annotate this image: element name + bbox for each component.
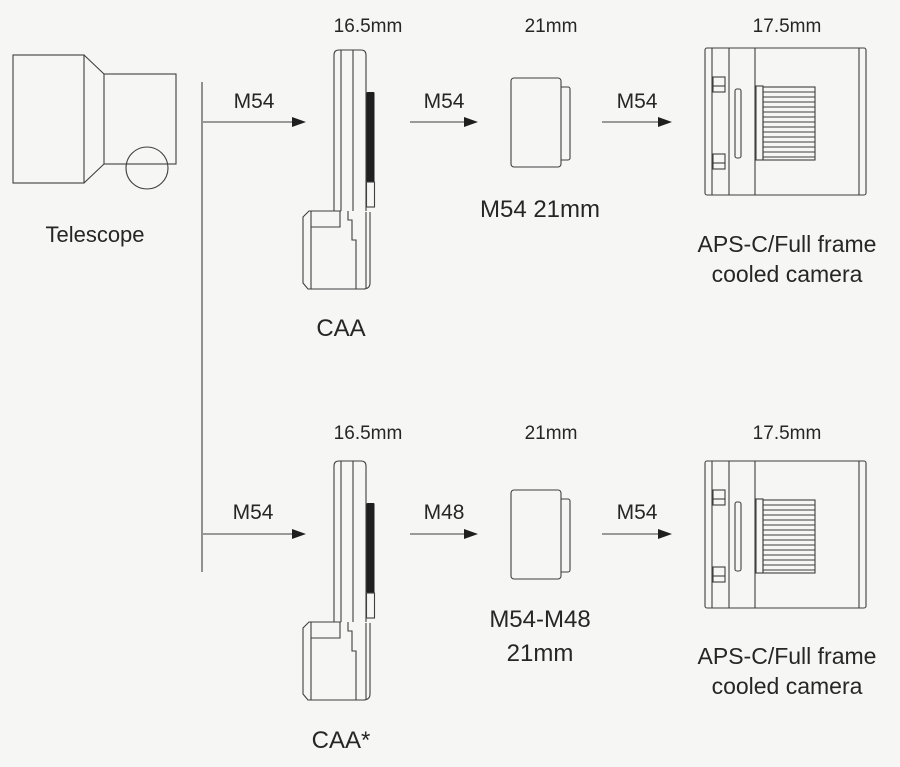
camera-name-row1-line2: cooled camera (711, 261, 863, 287)
cooled-camera-drawing-row2 (704, 460, 867, 609)
adapter-dimension-row2: 16.5mm (333, 423, 403, 444)
thread-label-row2-2: M48 (423, 501, 465, 524)
thread-label-row2-3: M54 (616, 501, 658, 524)
extension-tube-drawing-row1 (510, 77, 571, 168)
spacer-name-row2: M54-M48 21mm (489, 603, 590, 671)
thread-label-row2-1: M54 (232, 501, 274, 524)
flow-arrow-row1-1 (203, 117, 306, 127)
camera-name-row1-line1: APS-C/Full frame (697, 231, 877, 257)
camera-name-row2-line1: APS-C/Full frame (697, 643, 877, 669)
flow-arrow-row2-3 (602, 529, 672, 539)
spacer-name-row2-line2: 21mm (506, 640, 574, 667)
flow-arrow-row1-2 (410, 117, 478, 127)
thread-label-row1-3: M54 (616, 90, 658, 113)
adapter-name-row2: CAA* (311, 727, 371, 754)
camera-dimension-row1: 17.5mm (752, 16, 822, 37)
thread-label-row1-2: M54 (423, 90, 465, 113)
spacer-name-row1: M54 21mm (480, 195, 600, 225)
spacer-name-row1-line1: M54 21mm (479, 196, 601, 223)
camera-dimension-row2: 17.5mm (752, 423, 822, 444)
adapter-dimension-row1: 16.5mm (333, 16, 403, 37)
spacer-name-row2-line1: M54-M48 (489, 606, 591, 633)
camera-name-row2-line2: cooled camera (711, 673, 863, 699)
adapter-name-row1: CAA (316, 315, 366, 342)
flow-arrow-row2-1 (203, 529, 306, 539)
camera-name-row2: APS-C/Full frame cooled camera (698, 641, 877, 701)
telescope-label: Telescope (45, 222, 145, 247)
thread-label-row1-1: M54 (233, 90, 275, 113)
cooled-camera-drawing-row1 (704, 47, 867, 196)
extension-tube-drawing-row2 (510, 489, 571, 580)
flow-arrow-row2-2 (410, 529, 478, 539)
caa-adapter-drawing-row2 (302, 460, 376, 701)
spacer-dimension-row1: 21mm (524, 16, 578, 37)
flow-arrow-row1-3 (602, 117, 672, 127)
caa-adapter-drawing-row1 (302, 49, 376, 290)
spacer-dimension-row2: 21mm (524, 423, 578, 444)
telescope-drawing (12, 54, 177, 190)
camera-name-row1: APS-C/Full frame cooled camera (698, 229, 877, 289)
